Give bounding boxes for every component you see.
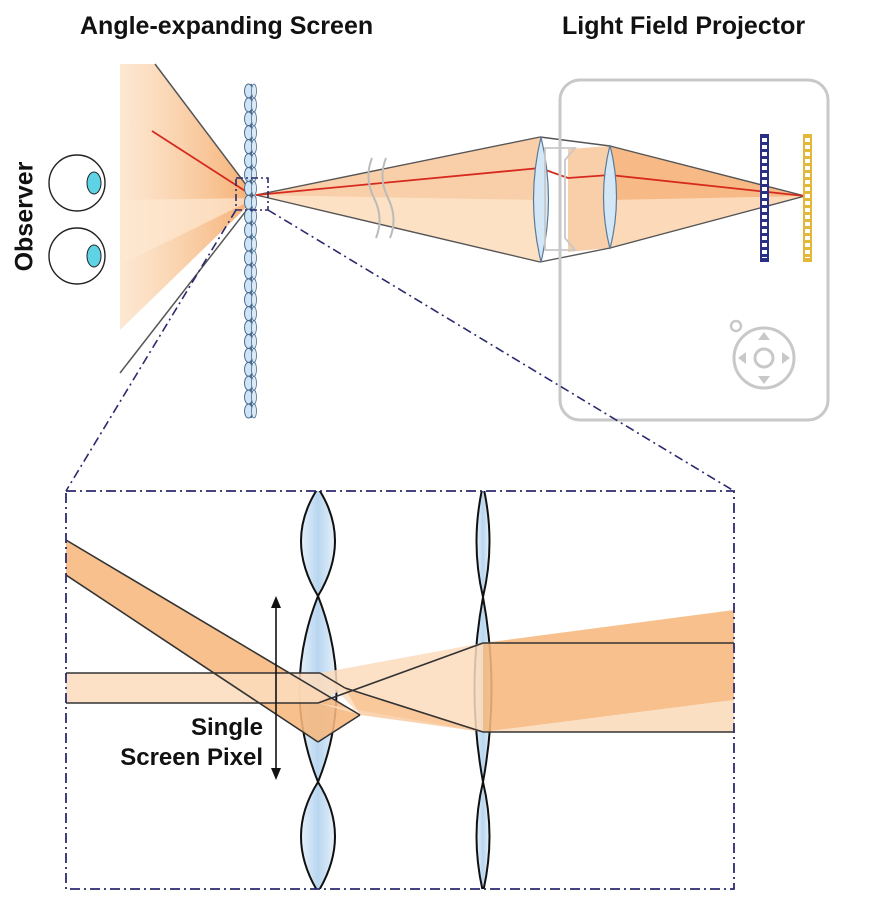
angle-expanding-screen — [244, 83, 257, 419]
projector-title: Light Field Projector — [562, 12, 806, 40]
zoom-connector-left — [65, 209, 237, 492]
inset-beams — [66, 539, 734, 743]
pixel-size-arrow — [271, 596, 281, 780]
screen-lenslet-secondary — [251, 375, 257, 391]
screen-lenslet-secondary — [251, 97, 257, 113]
screen-lenslet-secondary — [251, 236, 257, 252]
pixel-label-line2: Screen Pixel — [120, 744, 263, 771]
screen-lenslet-secondary — [251, 306, 257, 321]
distance-break-icon — [367, 157, 395, 239]
screen-lenslet-secondary — [251, 334, 257, 349]
screen-lenslet-secondary — [251, 250, 257, 266]
screen-lenslet-secondary — [251, 139, 257, 154]
viewing-fan — [119, 63, 257, 374]
screen-lenslet-secondary — [251, 153, 257, 168]
projector-lens-rear — [602, 144, 618, 250]
eye-icon-lower — [48, 227, 106, 285]
screen-lenslet-secondary — [251, 320, 257, 335]
screen-lenslet-secondary — [251, 222, 257, 238]
screen-lenslet-secondary — [251, 264, 257, 280]
screen-lenslet-secondary — [251, 125, 257, 141]
screen-lenslet-secondary — [251, 278, 257, 294]
display-panel — [803, 134, 812, 262]
screen-lenslet-secondary — [251, 292, 257, 308]
screen-title: Angle-expanding Screen — [80, 12, 374, 40]
zoom-connector-right — [267, 209, 735, 492]
screen-lenslet-secondary — [251, 403, 257, 419]
inset-detail — [66, 491, 734, 889]
lens-array-panel — [760, 134, 769, 262]
screen-lenslet-secondary — [251, 361, 257, 377]
screen-lenslet-secondary — [251, 208, 257, 224]
screen-lenslet-secondary — [251, 181, 257, 196]
screen-lenslet-secondary — [251, 389, 257, 405]
screen-lenslet-secondary — [251, 167, 257, 182]
inset-frame — [65, 490, 735, 890]
screen-lenslet-secondary — [251, 194, 257, 210]
pixel-label-line1: Single — [190, 714, 263, 741]
screen-lenslet-secondary — [251, 83, 257, 99]
screen-lenslet-secondary — [251, 111, 257, 127]
projector-control-icon — [729, 319, 796, 390]
projector-lens-front — [532, 136, 577, 263]
eye-icon-upper — [48, 154, 106, 212]
screen-lenslet-secondary — [251, 348, 257, 363]
projection-beam — [255, 136, 806, 263]
zoom-region-marker — [235, 177, 269, 211]
